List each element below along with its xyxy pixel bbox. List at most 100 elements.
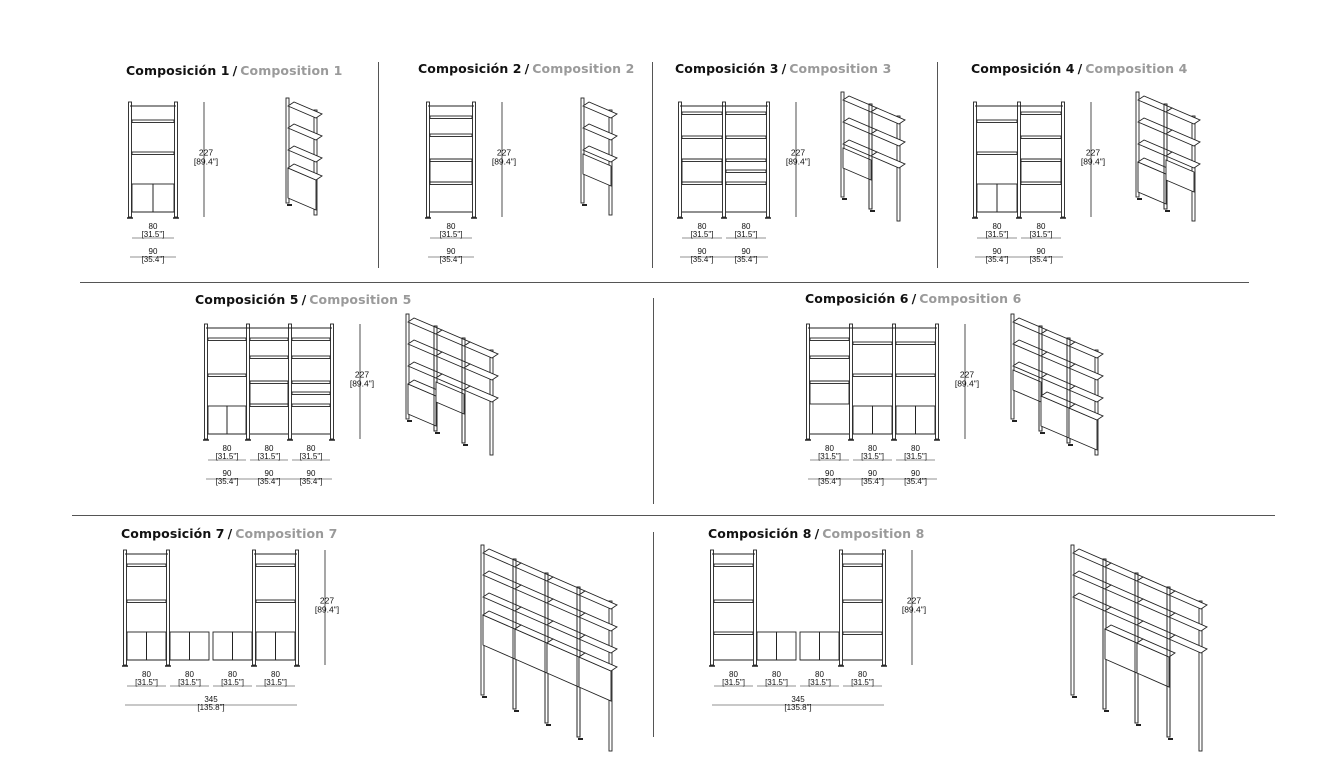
- iso-shelf: [1168, 590, 1208, 610]
- shelf: [207, 337, 247, 341]
- total-label-in: [35.4"]: [986, 255, 1009, 264]
- post: [753, 549, 757, 666]
- total-label: 90: [447, 247, 456, 256]
- iso-shelf: [514, 562, 554, 582]
- post: [166, 549, 170, 666]
- shelf: [249, 337, 289, 341]
- post: [295, 549, 299, 666]
- iso-cabinet-top: [1068, 403, 1104, 421]
- iso-shelf: [1168, 612, 1208, 632]
- cabinet-door: [226, 405, 247, 435]
- title-composition-4: Composición 4/Composition 4: [971, 61, 1188, 76]
- total-label-in: [35.4"]: [258, 477, 281, 486]
- total-label-in: [35.4"]: [300, 477, 323, 486]
- iso-box: [435, 381, 465, 415]
- isometric-view-composition-2: [580, 97, 618, 216]
- width-label-in: [31.5"]: [135, 678, 158, 687]
- shelf: [842, 599, 883, 603]
- iso-shelf: [870, 129, 906, 147]
- front-view-composition-5: 227[89.4"]80[31.5"]80[31.5"]80[31.5"]90[…: [203, 323, 374, 486]
- post: [806, 323, 810, 440]
- iso-shelf: [1168, 634, 1208, 654]
- iso-shelf: [582, 101, 618, 119]
- iso-shelf: [578, 590, 618, 610]
- post: [849, 323, 853, 440]
- total-label-in: [35.4"]: [216, 477, 239, 486]
- width-label: 80: [447, 222, 456, 231]
- width-label-in: [31.5"]: [440, 230, 463, 239]
- total-label: 345: [204, 695, 218, 704]
- post: [204, 323, 208, 440]
- total-label: 90: [698, 247, 707, 256]
- width-label-in: [31.5"]: [735, 230, 758, 239]
- width-label: 80: [307, 444, 316, 453]
- shelf: [725, 169, 767, 173]
- shelf: [713, 563, 754, 567]
- width-label: 80: [772, 670, 781, 679]
- shelf: [681, 111, 723, 115]
- width-label-in: [31.5"]: [142, 230, 165, 239]
- post: [1017, 101, 1021, 218]
- iso-shelf: [1165, 129, 1201, 147]
- height-label-in: [89.4"]: [1081, 157, 1105, 167]
- iso-box: [582, 153, 612, 187]
- iso-cabinet-top: [578, 652, 618, 672]
- iso-shelf: [870, 107, 906, 125]
- total-label: 90: [1037, 247, 1046, 256]
- title-composition-5: Composición 5/Composition 5: [195, 292, 412, 307]
- front-view-composition-2: 227[89.4"]80[31.5"]90[35.4"]: [425, 101, 516, 264]
- iso-shelf: [287, 145, 323, 163]
- iso-post: [1166, 586, 1171, 738]
- post: [174, 101, 178, 218]
- shelf: [255, 563, 296, 567]
- shelf: [842, 631, 883, 635]
- iso-shelf: [1072, 592, 1112, 612]
- width-label-in: [31.5"]: [818, 452, 841, 461]
- post: [123, 549, 127, 666]
- shelf: [842, 563, 883, 567]
- width-label-in: [31.5"]: [861, 452, 884, 461]
- iso-shelf: [482, 592, 522, 612]
- width-label-in: [31.5"]: [216, 452, 239, 461]
- total-label: 90: [868, 469, 877, 478]
- shelf: [713, 631, 754, 635]
- iso-post: [1070, 544, 1075, 696]
- width-label-in: [31.5"]: [691, 230, 714, 239]
- iso-shelf: [870, 151, 906, 169]
- iso-shelf: [482, 548, 522, 568]
- iso-shelf: [482, 570, 522, 590]
- iso-shelf: [463, 341, 499, 359]
- shelf: [852, 341, 893, 345]
- row-divider-2: [72, 515, 1275, 516]
- shelf: [429, 115, 473, 119]
- width-label: 80: [815, 670, 824, 679]
- iso-shelf: [578, 634, 618, 654]
- iso-shelf: [1136, 576, 1176, 596]
- shelf: [291, 380, 331, 384]
- height-label-in: [89.4"]: [350, 379, 374, 389]
- cabinet-door: [996, 183, 1018, 213]
- post: [710, 549, 714, 666]
- width-label: 80: [911, 444, 920, 453]
- cabinet-door: [895, 405, 916, 435]
- cabinet-door: [275, 631, 296, 661]
- iso-post: [608, 109, 613, 216]
- title-composition-8: Composición 8/Composition 8: [708, 526, 925, 541]
- iso-shelf: [463, 363, 499, 381]
- height-label-in: [89.4"]: [315, 605, 339, 615]
- col-divider-2-3: [652, 62, 653, 268]
- col-divider-3-4: [937, 62, 938, 268]
- isometric-view-composition-7: [480, 544, 618, 752]
- shelf: [976, 151, 1018, 155]
- post: [892, 323, 896, 440]
- height-label: 227: [199, 148, 213, 158]
- iso-shelf: [546, 620, 586, 640]
- height-label: 227: [1086, 148, 1100, 158]
- isometric-view-composition-3: [840, 91, 906, 222]
- cabinet-door: [207, 405, 228, 435]
- iso-shelf: [1104, 584, 1144, 604]
- cabinet-door: [915, 405, 936, 435]
- shelf: [852, 373, 893, 377]
- width-label: 80: [271, 670, 280, 679]
- cabinet-door: [799, 631, 820, 661]
